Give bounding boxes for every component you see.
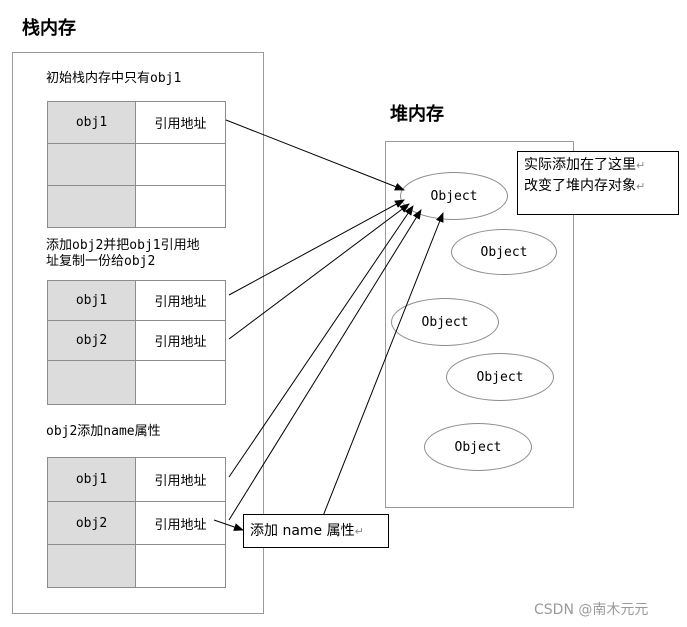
arrow-name-to-heap — [322, 212, 444, 517]
table1-empty-key — [47, 143, 136, 186]
stack-table-3: obj1 引用地址 obj2 引用地址 — [47, 457, 226, 588]
table3-empty-key — [47, 544, 136, 588]
table3-obj1-value: 引用地址 — [135, 457, 226, 502]
table2-empty-key — [47, 360, 136, 405]
heap-title: 堆内存 — [390, 104, 444, 125]
table1-empty-key-2 — [47, 185, 136, 228]
return-mark-icon: ↵ — [354, 525, 364, 538]
stack-table-2: obj1 引用地址 obj2 引用地址 — [47, 280, 226, 405]
table3-obj2-value: 引用地址 — [135, 501, 226, 545]
arrow-t2-obj2 — [228, 203, 410, 340]
table1-empty-value — [135, 143, 226, 186]
section1-label: 初始栈内存中只有obj1 — [46, 71, 182, 86]
stack-title: 栈内存 — [22, 18, 76, 39]
table3-empty-value — [135, 544, 226, 588]
heap-object-5: Object — [424, 423, 532, 471]
stack-table-1: obj1 引用地址 — [47, 101, 226, 228]
table1-obj1-value: 引用地址 — [135, 101, 226, 144]
table3-obj1-key: obj1 — [47, 457, 136, 502]
table2-obj1-value: 引用地址 — [135, 280, 226, 321]
arrow-t2-obj1 — [228, 199, 405, 296]
arrow-t3-obj2 — [228, 209, 422, 521]
arrow-t3-obj1 — [228, 205, 414, 478]
note-actual-change: 实际添加在了这里↵ 改变了堆内存对象↵ — [517, 151, 679, 215]
section2-label-line1: 添加obj2并把obj1引用地 — [46, 238, 200, 253]
return-mark-icon: ↵ — [636, 180, 646, 193]
heap-object-3: Object — [391, 298, 499, 346]
heap-object-2: Object — [451, 229, 557, 275]
heap-object-4: Object — [446, 353, 554, 401]
table1-empty-value-2 — [135, 185, 226, 228]
return-mark-icon: ↵ — [636, 159, 646, 172]
note-add-name: 添加 name 属性↵ — [243, 514, 389, 548]
section3-label: obj2添加name属性 — [46, 424, 161, 439]
note-top-line2: 改变了堆内存对象 — [524, 178, 636, 194]
section2-label-line2: 址复制一份给obj2 — [46, 254, 156, 269]
arrow-add-name — [213, 519, 244, 531]
watermark: CSDN @南木元元 — [534, 602, 649, 618]
table2-obj2-value: 引用地址 — [135, 320, 226, 361]
note-top-line1: 实际添加在了这里 — [524, 157, 636, 173]
arrow-t1-obj1 — [225, 119, 405, 191]
note-bottom-text: 添加 name 属性 — [250, 523, 355, 539]
table2-empty-value — [135, 360, 226, 405]
table2-obj2-key: obj2 — [47, 320, 136, 361]
